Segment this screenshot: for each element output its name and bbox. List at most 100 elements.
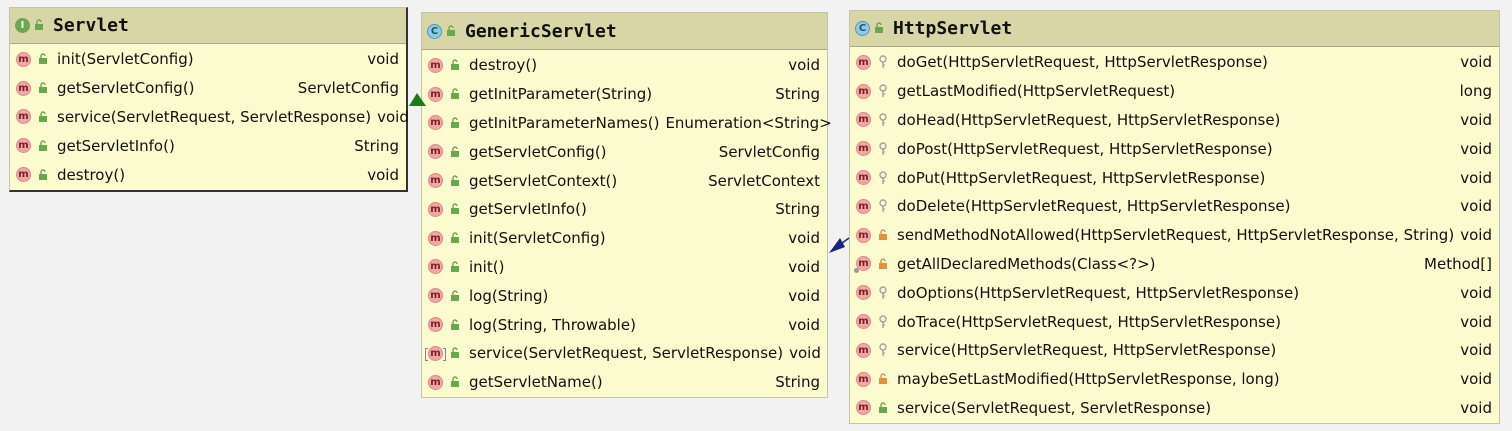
protected-visibility-icon [875,170,891,186]
public-visibility-icon [447,230,463,246]
extends-arrowhead [829,238,845,253]
abstract-class-icon: C [855,21,870,36]
protected-visibility-icon [875,285,891,301]
protected-visibility-icon [875,112,891,128]
public-lock-icon [445,22,457,41]
method-return-type: ServletContext [708,171,820,190]
protected-visibility-icon [875,141,891,157]
method-name: service(ServletRequest, ServletResponse) [57,107,372,126]
interface-icon: I [15,18,30,33]
method-icon: m [856,314,871,330]
method-name: init(ServletConfig) [469,229,606,248]
method-icon: m [428,144,443,160]
method-return-type: void [1460,110,1492,129]
method-list: m doGet(HttpServletRequest, HttpServletRe… [850,47,1499,422]
method-icon: m [856,371,871,387]
method-return-type: String [775,200,820,219]
method-row[interactable]: m service(HttpServletRequest, HttpServlet… [856,336,1499,365]
method-name: getAllDeclaredMethods(Class<?>) [897,254,1156,273]
method-return-type: ServletConfig [718,142,820,161]
implements-arrowhead [409,93,426,106]
class-header: C GenericServlet [422,13,827,50]
method-icon: m [856,285,871,301]
class-name: Servlet [53,15,129,36]
public-visibility-icon [447,86,463,102]
method-return-type: void [1460,226,1492,245]
method-icon: m [428,288,443,304]
method-name: doGet(HttpServletRequest, HttpServletRes… [897,53,1268,72]
method-icon: m [428,317,443,333]
method-name: log(String) [469,286,549,305]
method-return-type: void [1460,398,1492,417]
method-return-type: long [1459,82,1492,101]
method-icon: m [856,112,871,128]
method-name: getLastModified(HttpServletRequest) [897,82,1176,101]
method-return-type: void [1460,283,1492,302]
method-icon: m [856,141,871,157]
method-row[interactable]: m init(ServletConfig) void [16,45,406,74]
method-name: destroy() [469,56,538,75]
method-return-type: Enumeration<String> [665,113,832,132]
method-name: getInitParameter(String) [469,85,653,104]
method-icon: m [856,342,871,358]
method-icon: m [428,57,443,73]
class-header: I Servlet [10,8,406,44]
method-return-type: void [367,50,399,69]
public-visibility-icon [35,80,51,96]
method-icon: m [16,138,31,154]
public-visibility-icon [447,115,463,131]
method-name: init(ServletConfig) [57,50,194,69]
public-visibility-icon [875,400,891,416]
protected-visibility-icon [875,83,891,99]
method-name: destroy() [57,165,126,184]
method-return-type: void [377,107,409,126]
method-name: getServletContext() [469,171,618,190]
method-return-type: String [775,373,820,392]
method-return-type: Method[] [1424,254,1492,273]
method-name: service(ServletRequest, ServletResponse) [897,398,1212,417]
method-icon: m [16,51,31,67]
public-visibility-icon [447,288,463,304]
method-name: log(String, Throwable) [469,315,636,334]
method-name: init() [469,257,505,276]
public-visibility-icon [447,317,463,333]
method-name: service(HttpServletRequest, HttpServletR… [897,341,1277,360]
public-visibility-icon [447,374,463,390]
method-icon: m [428,201,443,217]
method-return-type: void [1460,312,1492,331]
method-icon: m [856,170,871,186]
private-visibility-icon [875,227,891,243]
